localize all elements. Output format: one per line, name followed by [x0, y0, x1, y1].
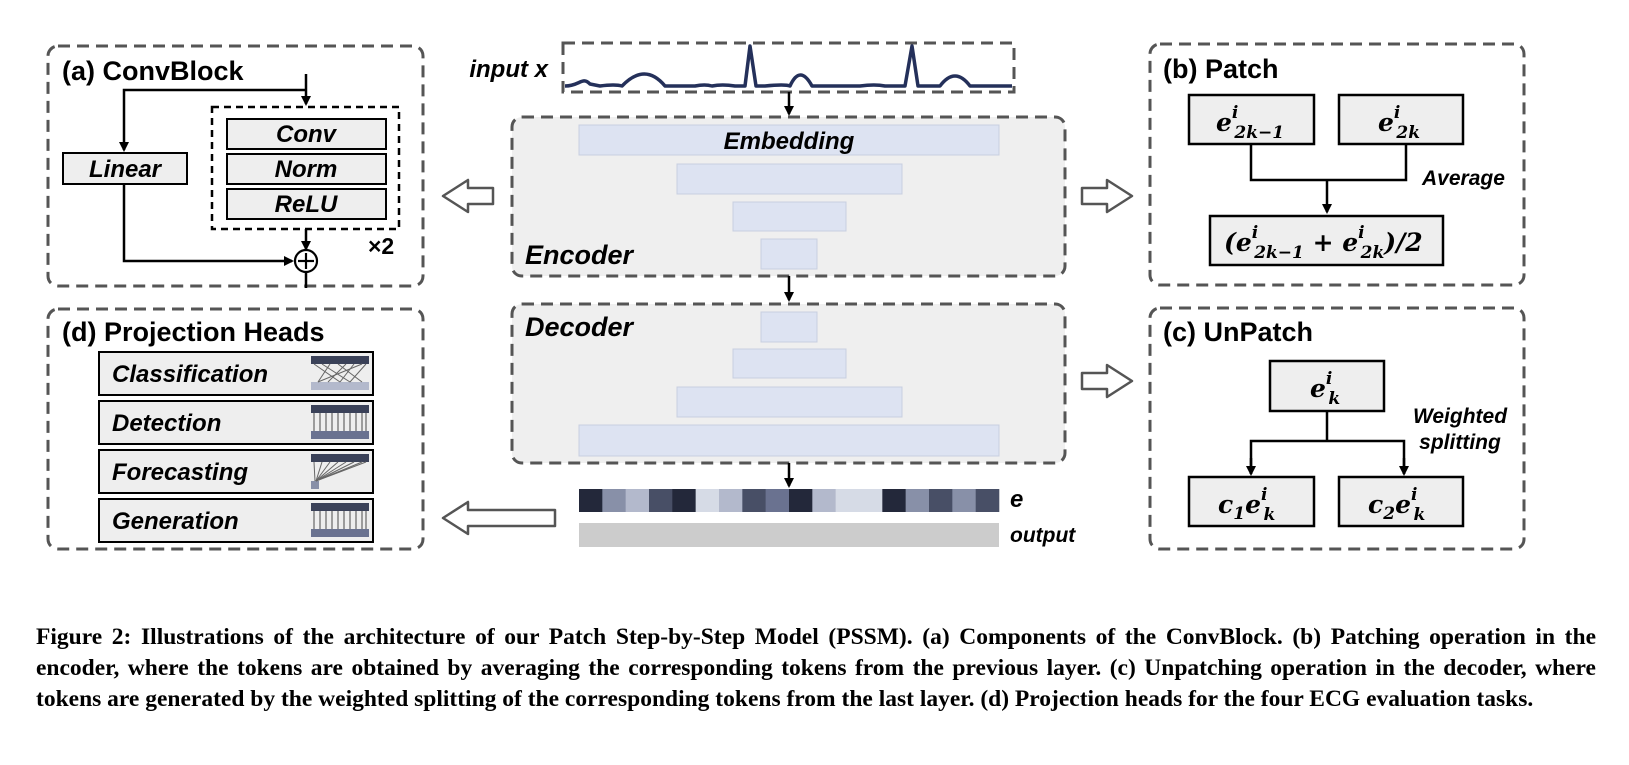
- decoder-label: Decoder: [525, 312, 635, 342]
- token-cell: [929, 489, 953, 512]
- patch-title: (b) Patch: [1163, 54, 1279, 84]
- head-classification: Classification: [98, 351, 374, 396]
- token-cell: [719, 489, 743, 512]
- arrow-to-unpatch: [1080, 363, 1134, 399]
- token-cell: [695, 489, 720, 512]
- svg-text:Classification: Classification: [112, 361, 268, 388]
- weighted-label: Weighted: [1413, 405, 1508, 428]
- encoder-block: Embedding Encoder: [510, 115, 1067, 278]
- token-cell: [789, 489, 813, 512]
- figure-caption: Figure 2: Illustrations of the architect…: [36, 624, 1596, 712]
- output-bar: [579, 523, 999, 547]
- token-cell: [835, 489, 860, 512]
- decoder-block: Decoder: [510, 302, 1067, 465]
- e-label: e: [1010, 486, 1023, 513]
- patch-connectors: [1249, 144, 1408, 214]
- token-sequence: [579, 489, 1000, 512]
- token-cell: [812, 489, 836, 512]
- svg-text:Norm: Norm: [275, 156, 338, 183]
- head-detection: Detection: [98, 400, 374, 445]
- linear-box: Linear: [62, 152, 188, 185]
- ecg-waveform: [564, 44, 1012, 88]
- arrow-to-patch: [1080, 178, 1134, 214]
- token-cell: [602, 489, 626, 512]
- arrow-to-convblock: [441, 178, 495, 214]
- fully-connected-icon: [311, 356, 369, 390]
- output-label: output: [1010, 524, 1076, 547]
- input-signal: input x: [469, 41, 1016, 94]
- svg-text:Generation: Generation: [112, 508, 239, 535]
- pointwise-icon: [311, 503, 369, 537]
- svg-text:Forecasting: Forecasting: [112, 459, 248, 486]
- svg-text:Linear: Linear: [89, 156, 163, 183]
- token-cell: [579, 489, 603, 512]
- token-cell: [952, 489, 976, 512]
- svg-text:Conv: Conv: [276, 121, 338, 148]
- convblock-title: (a) ConvBlock: [62, 56, 245, 86]
- token-cell: [975, 489, 1000, 512]
- convblock-panel: (a) ConvBlock Conv Norm ReLU Linear ×2: [46, 44, 425, 288]
- svg-text:Detection: Detection: [112, 410, 221, 437]
- head-generation: Generation: [98, 498, 374, 543]
- token-cell: [765, 489, 790, 512]
- architecture-diagram: (a) ConvBlock Conv Norm ReLU Linear ×2: [46, 41, 1526, 551]
- embedding-label: Embedding: [724, 128, 855, 155]
- head-forecasting: Forecasting: [98, 449, 374, 494]
- token-cell: [625, 489, 650, 512]
- average-label: Average: [1421, 167, 1505, 190]
- svg-text:ReLU: ReLU: [275, 191, 338, 218]
- unpatch-connectors: [1246, 411, 1409, 476]
- unpatch-title: (c) UnPatch: [1163, 317, 1313, 347]
- splitting-label: splitting: [1419, 431, 1501, 454]
- encoder-label: Encoder: [525, 240, 635, 270]
- convblock-connectors: [119, 74, 311, 288]
- repeat-label: ×2: [368, 233, 394, 259]
- projection-title: (d) Projection Heads: [62, 317, 325, 347]
- input-label: input x: [469, 56, 549, 83]
- token-cell: [742, 489, 766, 512]
- token-cell: [859, 489, 883, 512]
- add-icon: [293, 248, 319, 274]
- arrow-to-projection: [441, 500, 557, 536]
- token-cell: [672, 489, 696, 512]
- forecast-icon: [311, 454, 369, 489]
- pointwise-icon: [311, 405, 369, 439]
- svg-text:eik: eik: [1310, 369, 1340, 409]
- token-cell: [649, 489, 673, 512]
- norm-box: Norm: [226, 153, 387, 185]
- relu-box: ReLU: [226, 188, 387, 220]
- token-cell: [882, 489, 906, 512]
- token-cell: [905, 489, 930, 512]
- projection-panel: (d) Projection Heads Classification Dete…: [46, 307, 425, 551]
- conv-box: Conv: [226, 118, 387, 150]
